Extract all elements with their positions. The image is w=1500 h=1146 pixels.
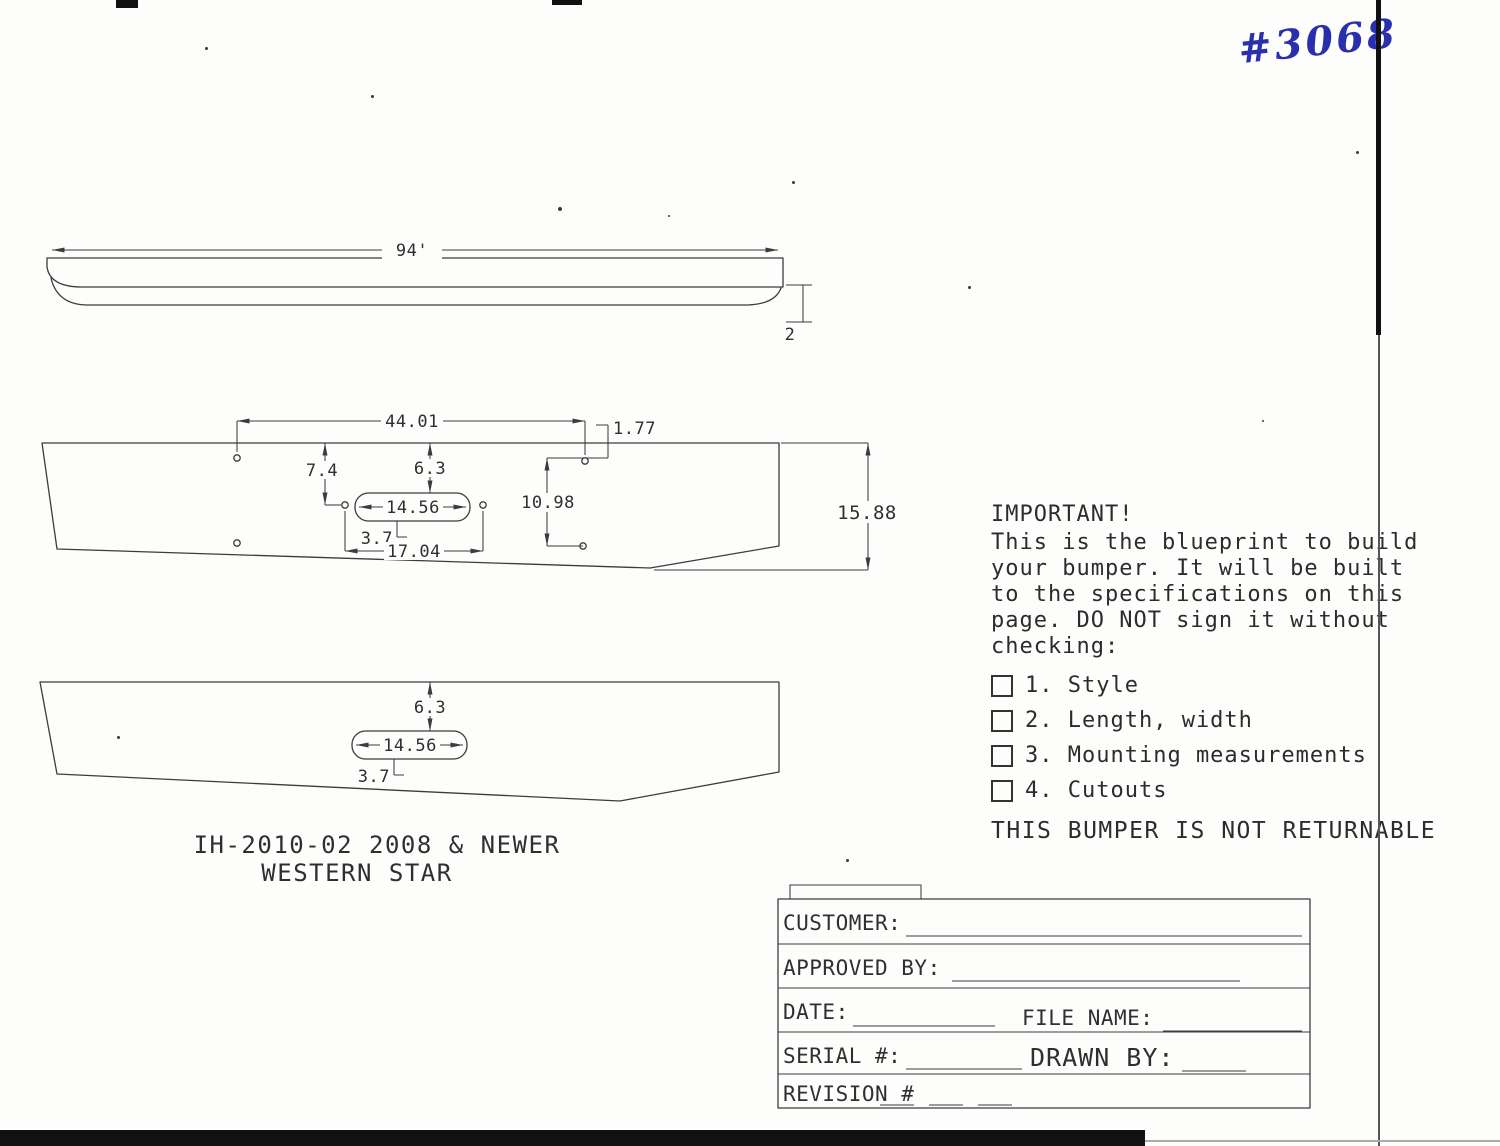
top-view-side-profile: 94' 2 <box>46 239 812 345</box>
dim-1-77: 1.77 <box>613 419 656 439</box>
checkbox-cutouts <box>991 779 1013 802</box>
form-top-tab <box>789 884 922 899</box>
notice-body-line: This is the blueprint to build <box>991 530 1419 555</box>
license-plate-cutout <box>354 492 471 522</box>
bottom-view-outline <box>39 681 780 802</box>
notice-checklist: 1. Style 2. Length, width 3. Mounting me… <box>991 668 1461 808</box>
notice-body-line: checking: <box>991 634 1120 659</box>
checklist-item-length-width: 2. Length, width <box>991 703 1461 738</box>
customer-label: CUSTOMER: <box>783 911 901 935</box>
approved-by-label: APPROVED BY: <box>783 956 941 980</box>
notice-body-line: to the specifications on this <box>991 582 1405 607</box>
mounting-hole <box>233 539 241 547</box>
checklist-label: 3. Mounting measurements <box>1025 742 1367 768</box>
mounting-hole <box>479 501 487 509</box>
dim-6-3: 6.3 <box>414 459 446 479</box>
bumper-roll-edge <box>50 277 782 306</box>
checklist-item-mounting: 3. Mounting measurements <box>991 738 1461 773</box>
dim-44-01: 44.01 <box>385 412 439 432</box>
notice-body-line: your bumper. It will be built <box>991 556 1405 581</box>
dim-3-7-bottom: 3.7 <box>358 767 390 787</box>
form-row-dividers <box>778 943 1310 1075</box>
dim-6-3-bottom: 6.3 <box>414 698 446 718</box>
dim-17-04: 17.04 <box>387 542 441 562</box>
dim-14-56: 14.56 <box>386 498 440 518</box>
checklist-item-cutouts: 4. Cutouts <box>991 773 1461 808</box>
thickness-dim-lines <box>786 284 812 323</box>
drawn-by-label: DRAWN BY: <box>1030 1043 1174 1072</box>
license-plate-cutout <box>351 730 468 760</box>
front-view: 44.01 1.77 10.98 7.4 6.3 14.56 3 <box>41 410 900 571</box>
checkbox-style <box>991 674 1013 697</box>
mounting-hole <box>341 501 349 509</box>
dim-7-4: 7.4 <box>306 461 338 481</box>
notice-title: IMPORTANT! <box>991 502 1134 527</box>
dim-15-88: 15.88 <box>837 502 897 524</box>
important-notice: IMPORTANT! This is the blueprint to buil… <box>991 502 1461 844</box>
dim-overall-length: 94' <box>396 241 428 261</box>
not-returnable-warning: THIS BUMPER IS NOT RETURNABLE <box>991 818 1437 844</box>
checkbox-length-width <box>991 709 1013 732</box>
checklist-label: 2. Length, width <box>1025 707 1253 733</box>
checkbox-mounting <box>991 744 1013 767</box>
file-name-label: FILE NAME: <box>1022 1006 1153 1030</box>
revision-label: REVISION # <box>783 1082 914 1106</box>
date-label: DATE: <box>783 1000 849 1024</box>
form-border <box>777 898 1311 1109</box>
front-view-outline <box>41 442 780 569</box>
dim-thickness: 2 <box>785 325 796 345</box>
model-caption-line2: WESTERN STAR <box>261 859 452 887</box>
mounting-hole <box>581 457 589 465</box>
model-caption-line1: IH-2010-02 2008 & NEWER <box>194 831 561 859</box>
checklist-item-style: 1. Style <box>991 668 1461 703</box>
dim-10-98: 10.98 <box>521 493 575 513</box>
bottom-view: 6.3 14.56 3.7 IH-2010-02 2008 & NEWER WE… <box>39 681 780 887</box>
mounting-hole <box>233 454 241 462</box>
checklist-label: 1. Style <box>1025 672 1139 698</box>
bumper-top-face-outline <box>46 257 784 288</box>
checklist-label: 4. Cutouts <box>1025 777 1168 803</box>
notice-body-line: page. DO NOT sign it without <box>991 608 1390 633</box>
title-block-form: CUSTOMER: APPROVED BY: DATE: FILE NAME: … <box>777 884 1311 1109</box>
serial-label: SERIAL #: <box>783 1044 901 1068</box>
dim-14-56-bottom: 14.56 <box>383 736 437 756</box>
